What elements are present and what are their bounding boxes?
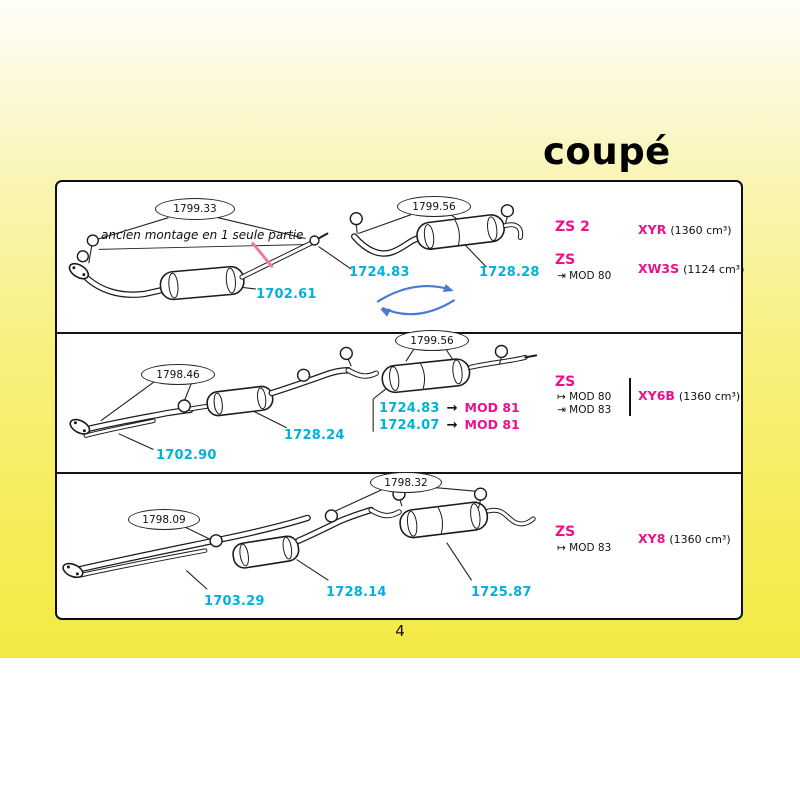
mod-range-to: ⇥ MOD 83 [557, 404, 612, 416]
callout-1799-56-top: 1799.56 [397, 196, 471, 217]
front-pipe [79, 270, 166, 298]
model-code-zs: ZS [555, 374, 576, 390]
engine-displacement: (1124 cm³) [683, 263, 745, 276]
part-number-1728-14: 1728.14 [326, 585, 387, 600]
section-divider-1 [57, 332, 741, 334]
tailpipe [239, 239, 315, 280]
exhaust-diagram-top [68, 204, 524, 317]
middle-muffler [206, 385, 274, 417]
engine-displacement: (1360 cm³) [669, 533, 731, 546]
intermediate-pipe [268, 367, 379, 397]
engine-spec-xyr: XYR(1360 cm³) [638, 222, 732, 237]
engine-spec-xy6b: XY6B(1360 cm³) [638, 388, 740, 403]
hanger-rings [209, 487, 488, 548]
mod-range-from: ↦ MOD 80 [557, 391, 612, 403]
engine-spec-xy8: XY8(1360 cm³) [638, 531, 731, 546]
part-number-1702-90: 1702.90 [156, 448, 217, 463]
exhaust-diagram-middle [69, 344, 538, 451]
callout-1799-33: 1799.33 [155, 198, 235, 220]
callout-1798-09: 1798.09 [128, 509, 200, 530]
right-arrow-icon: → [446, 418, 458, 433]
callout-1798-32: 1798.32 [370, 472, 442, 493]
mod-label: MOD 81 [464, 417, 520, 432]
rear-tailpipe [485, 507, 536, 527]
rear-muffler [399, 501, 489, 539]
rear-muffler [416, 214, 505, 250]
annotation-note: ancien montage en 1 seule partie [101, 228, 304, 242]
middle-muffler [232, 535, 300, 569]
front-pipe [81, 403, 212, 438]
hanger-rings [349, 204, 515, 234]
intermediate-pipe [295, 506, 402, 544]
exhaust-diagrams [62, 204, 538, 590]
model-code-zs: ZS [555, 252, 576, 268]
callout-leader-lines [100, 347, 454, 451]
flange [62, 562, 84, 579]
mod-range: ⇥ MOD 80 [557, 270, 612, 282]
part-number-1725-87: 1725.87 [471, 585, 532, 600]
flange [69, 418, 91, 435]
engine-code: XY8 [638, 531, 666, 546]
part-number-1724-83: 1724.83 [379, 401, 440, 416]
right-arrow-icon: → [446, 401, 458, 416]
part-number-1702-61: 1702.61 [256, 287, 317, 302]
spec-separator [629, 378, 631, 416]
rear-muffler [381, 358, 471, 394]
part-number-1728-28: 1728.28 [479, 265, 540, 280]
part-number-1724-83: 1724.83 [349, 265, 410, 280]
obsolete-mark [251, 241, 274, 268]
engine-spec-xw3s: XW3S(1124 cm³) [638, 261, 744, 276]
engine-code: XW3S [638, 261, 680, 276]
callout-leader-lines [96, 214, 487, 290]
engine-code: XY6B [638, 388, 675, 403]
engine-displacement: (1360 cm³) [678, 390, 741, 403]
page-title: coupé [543, 130, 671, 173]
exhaust-diagram-bottom [62, 485, 536, 590]
front-muffler [159, 265, 245, 301]
model-code-zs2: ZS 2 [555, 219, 590, 235]
model-code-zs: ZS [555, 524, 576, 540]
part-mod-row-2: 1724.07 → MOD 81 [379, 417, 520, 433]
callout-1798-46: 1798.46 [141, 364, 215, 385]
mod-label: MOD 81 [464, 400, 520, 415]
callout-1799-56-mid: 1799.56 [395, 330, 469, 351]
rear-tailpipe [502, 222, 524, 240]
diagram-panel: 1799.33 1799.56 ancien montage en 1 seul… [55, 180, 744, 620]
page-number: 4 [395, 622, 405, 640]
flange [68, 262, 90, 280]
part-number-1724-07: 1724.07 [379, 418, 440, 433]
hanger-rings [177, 344, 509, 413]
mod-range-from: ↦ MOD 83 [557, 542, 612, 554]
swap-arrows-icon [376, 284, 456, 317]
part-number-1728-24: 1728.24 [284, 428, 345, 443]
part-mod-row-1: 1724.83 → MOD 81 [379, 400, 520, 416]
pipe-coupling [309, 235, 320, 246]
engine-code: XYR [638, 222, 667, 237]
part-number-1703-29: 1703.29 [204, 594, 265, 609]
rear-pipe [351, 233, 425, 257]
engine-displacement: (1360 cm³) [670, 224, 732, 237]
hanger-rings [76, 234, 99, 264]
